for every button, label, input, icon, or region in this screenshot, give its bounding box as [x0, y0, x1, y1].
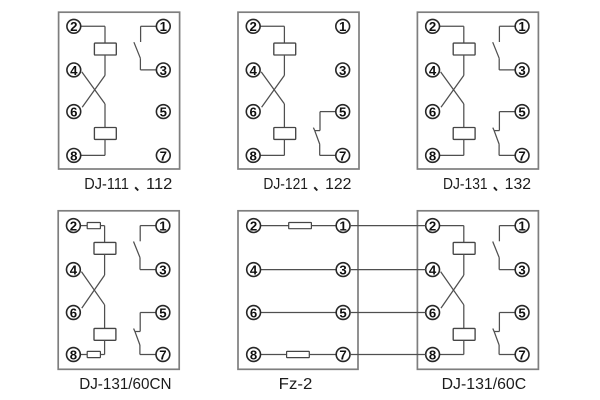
svg-text:4: 4: [429, 63, 437, 78]
svg-text:7: 7: [159, 347, 166, 362]
svg-text:DJ-121: DJ-121: [263, 176, 308, 193]
svg-text:8: 8: [70, 148, 77, 163]
svg-text:4: 4: [70, 263, 78, 278]
svg-text:3: 3: [518, 263, 525, 278]
svg-text:1: 1: [518, 19, 525, 34]
svg-text:8: 8: [250, 148, 257, 163]
svg-text:2: 2: [70, 19, 77, 34]
svg-text:4: 4: [250, 63, 258, 78]
svg-text:6: 6: [429, 305, 436, 320]
svg-text:122: 122: [325, 176, 351, 193]
svg-text:2: 2: [429, 219, 436, 234]
svg-text:2: 2: [429, 19, 436, 34]
svg-text:5: 5: [518, 305, 525, 320]
svg-text:7: 7: [339, 148, 346, 163]
svg-text:8: 8: [429, 148, 436, 163]
svg-text:6: 6: [250, 105, 257, 120]
svg-text:Fz-2: Fz-2: [279, 376, 313, 393]
svg-text:2: 2: [250, 219, 257, 234]
svg-text:7: 7: [160, 148, 167, 163]
svg-text:3: 3: [339, 63, 346, 78]
svg-text:DJ-131/60C: DJ-131/60C: [442, 376, 527, 393]
svg-text:1: 1: [339, 219, 346, 234]
svg-text:7: 7: [339, 347, 346, 362]
svg-text:5: 5: [159, 305, 166, 320]
svg-text:8: 8: [70, 347, 77, 362]
svg-text:3: 3: [339, 263, 346, 278]
svg-text:6: 6: [70, 305, 77, 320]
svg-text:2: 2: [70, 219, 77, 234]
svg-text:2: 2: [250, 19, 257, 34]
svg-text:5: 5: [339, 105, 346, 120]
svg-text:3: 3: [159, 263, 166, 278]
svg-text:1: 1: [160, 19, 167, 34]
svg-text:1: 1: [339, 19, 346, 34]
svg-text:8: 8: [250, 347, 257, 362]
svg-text:132: 132: [505, 176, 531, 193]
svg-text:7: 7: [518, 148, 525, 163]
svg-text:DJ-131/60CN: DJ-131/60CN: [79, 376, 171, 393]
svg-text:4: 4: [70, 63, 78, 78]
svg-text:1: 1: [518, 219, 525, 234]
svg-text:1: 1: [159, 219, 166, 234]
svg-text:DJ-131: DJ-131: [443, 176, 488, 193]
svg-text:4: 4: [250, 263, 258, 278]
svg-text:4: 4: [429, 263, 437, 278]
svg-text:6: 6: [250, 305, 257, 320]
svg-text:112: 112: [146, 176, 172, 193]
svg-text:7: 7: [518, 347, 525, 362]
svg-text:DJ-111: DJ-111: [84, 176, 129, 193]
svg-text:8: 8: [429, 347, 436, 362]
svg-text:5: 5: [518, 105, 525, 120]
svg-text:5: 5: [339, 305, 346, 320]
svg-text:5: 5: [160, 105, 167, 120]
svg-text:6: 6: [429, 105, 436, 120]
svg-text:3: 3: [518, 63, 525, 78]
svg-text:6: 6: [70, 105, 77, 120]
svg-text:3: 3: [160, 63, 167, 78]
